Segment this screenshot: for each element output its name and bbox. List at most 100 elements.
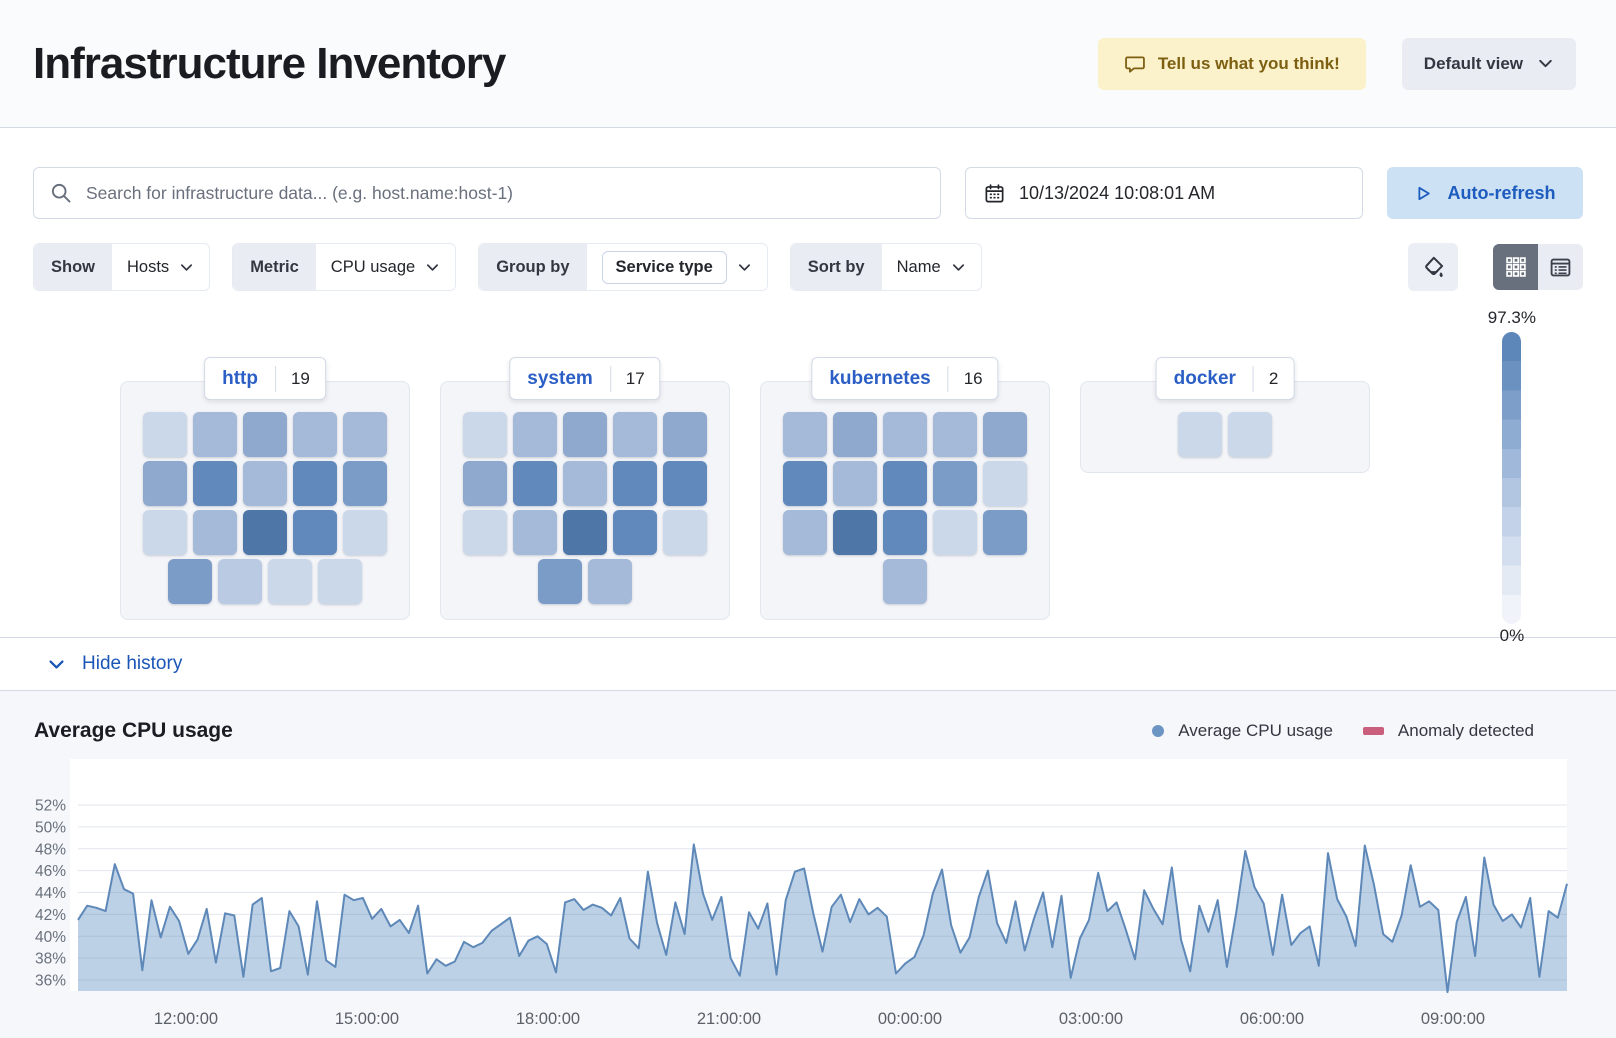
host-node[interactable] — [193, 461, 237, 506]
group-by-value[interactable]: Service type — [601, 250, 727, 284]
hide-history-toggle[interactable]: Hide history — [0, 637, 1616, 691]
host-node[interactable] — [833, 412, 877, 457]
date-picker[interactable]: 10/13/2024 10:08:01 AM — [965, 167, 1363, 219]
host-node[interactable] — [933, 461, 977, 506]
host-node[interactable] — [783, 510, 827, 555]
host-node[interactable] — [243, 510, 287, 555]
legend-item[interactable]: Average CPU usage — [1152, 721, 1333, 741]
view-selector-button[interactable]: Default view — [1401, 37, 1576, 90]
host-node[interactable] — [293, 412, 337, 457]
search-input[interactable] — [86, 182, 924, 204]
chart-header: Average CPU usage Average CPU usage Anoma… — [0, 691, 1616, 743]
sort-by-control[interactable]: Sort by Name — [789, 243, 982, 291]
y-axis-tick: 46% — [35, 863, 66, 880]
scale-gradient-bar — [1502, 332, 1522, 624]
metric-control[interactable]: Metric CPU usage — [232, 243, 457, 291]
host-node[interactable] — [613, 510, 657, 555]
group-box — [440, 381, 730, 620]
show-control[interactable]: Show Hosts — [33, 243, 211, 291]
y-axis-tick: 40% — [35, 929, 66, 946]
y-axis-tick: 44% — [35, 885, 66, 902]
host-node[interactable] — [143, 412, 187, 457]
host-node[interactable] — [463, 461, 507, 506]
host-node[interactable] — [563, 510, 607, 555]
host-node[interactable] — [343, 461, 387, 506]
legend-options-button[interactable] — [1408, 243, 1458, 291]
auto-refresh-label: Auto-refresh — [1447, 182, 1556, 203]
host-node[interactable] — [563, 412, 607, 457]
host-node[interactable] — [883, 559, 927, 604]
feedback-button[interactable]: Tell us what you think! — [1097, 37, 1366, 90]
host-node[interactable] — [833, 510, 877, 555]
host-node[interactable] — [563, 461, 607, 506]
host-node[interactable] — [538, 559, 582, 604]
host-node[interactable] — [933, 412, 977, 457]
x-axis-tick: 21:00:00 — [697, 1010, 761, 1028]
host-node[interactable] — [1178, 412, 1222, 457]
auto-refresh-button[interactable]: Auto-refresh — [1387, 167, 1583, 219]
host-node[interactable] — [218, 559, 262, 604]
host-node[interactable] — [883, 461, 927, 506]
host-node[interactable] — [513, 461, 557, 506]
host-node[interactable] — [663, 412, 707, 457]
host-node[interactable] — [343, 412, 387, 457]
host-node[interactable] — [933, 510, 977, 555]
host-node[interactable] — [783, 412, 827, 457]
host-node[interactable] — [293, 461, 337, 506]
host-node[interactable] — [318, 559, 362, 604]
host-node[interactable] — [168, 559, 212, 604]
host-node[interactable] — [243, 461, 287, 506]
host-node[interactable] — [513, 510, 557, 555]
host-node[interactable] — [268, 559, 312, 604]
grid-view-button[interactable] — [1493, 244, 1538, 290]
host-node[interactable] — [833, 461, 877, 506]
chevron-down-icon — [179, 260, 194, 275]
host-node[interactable] — [463, 510, 507, 555]
host-node[interactable] — [663, 510, 707, 555]
host-node[interactable] — [463, 412, 507, 457]
grid-icon — [1505, 256, 1527, 278]
host-node[interactable] — [193, 412, 237, 457]
host-node[interactable] — [143, 461, 187, 506]
host-node[interactable] — [193, 510, 237, 555]
host-node[interactable] — [883, 412, 927, 457]
host-node[interactable] — [613, 412, 657, 457]
chevron-down-icon — [1537, 55, 1554, 72]
host-node[interactable] — [1228, 412, 1272, 457]
legend-dash-marker — [1362, 727, 1384, 735]
host-node[interactable] — [983, 412, 1027, 457]
host-node[interactable] — [783, 461, 827, 506]
host-node[interactable] — [883, 510, 927, 555]
host-node[interactable] — [293, 510, 337, 555]
divider — [1252, 365, 1254, 392]
chart-title: Average CPU usage — [34, 719, 233, 742]
paint-bucket-icon — [1421, 255, 1446, 280]
host-node[interactable] — [143, 510, 187, 555]
host-node[interactable] — [588, 559, 632, 604]
legend-item[interactable]: Anomaly detected — [1362, 721, 1534, 741]
y-axis-tick: 36% — [35, 973, 66, 990]
chart-legend: Average CPU usage Anomaly detected — [1152, 721, 1534, 741]
host-node[interactable] — [983, 461, 1027, 506]
x-axis-tick: 06:00:00 — [1240, 1010, 1304, 1028]
legend-label: Anomaly detected — [1397, 721, 1534, 740]
host-node[interactable] — [343, 510, 387, 555]
host-node[interactable] — [983, 510, 1027, 555]
table-view-button[interactable] — [1538, 244, 1583, 290]
host-node[interactable] — [513, 412, 557, 457]
group-name: kubernetes — [829, 367, 931, 389]
group-by-control[interactable]: Group by Service type — [478, 243, 768, 291]
y-axis-tick: 42% — [35, 907, 66, 924]
host-node[interactable] — [243, 412, 287, 457]
host-node[interactable] — [663, 461, 707, 506]
x-axis-tick: 03:00:00 — [1059, 1010, 1123, 1028]
host-node[interactable] — [613, 461, 657, 506]
divider — [947, 365, 949, 392]
